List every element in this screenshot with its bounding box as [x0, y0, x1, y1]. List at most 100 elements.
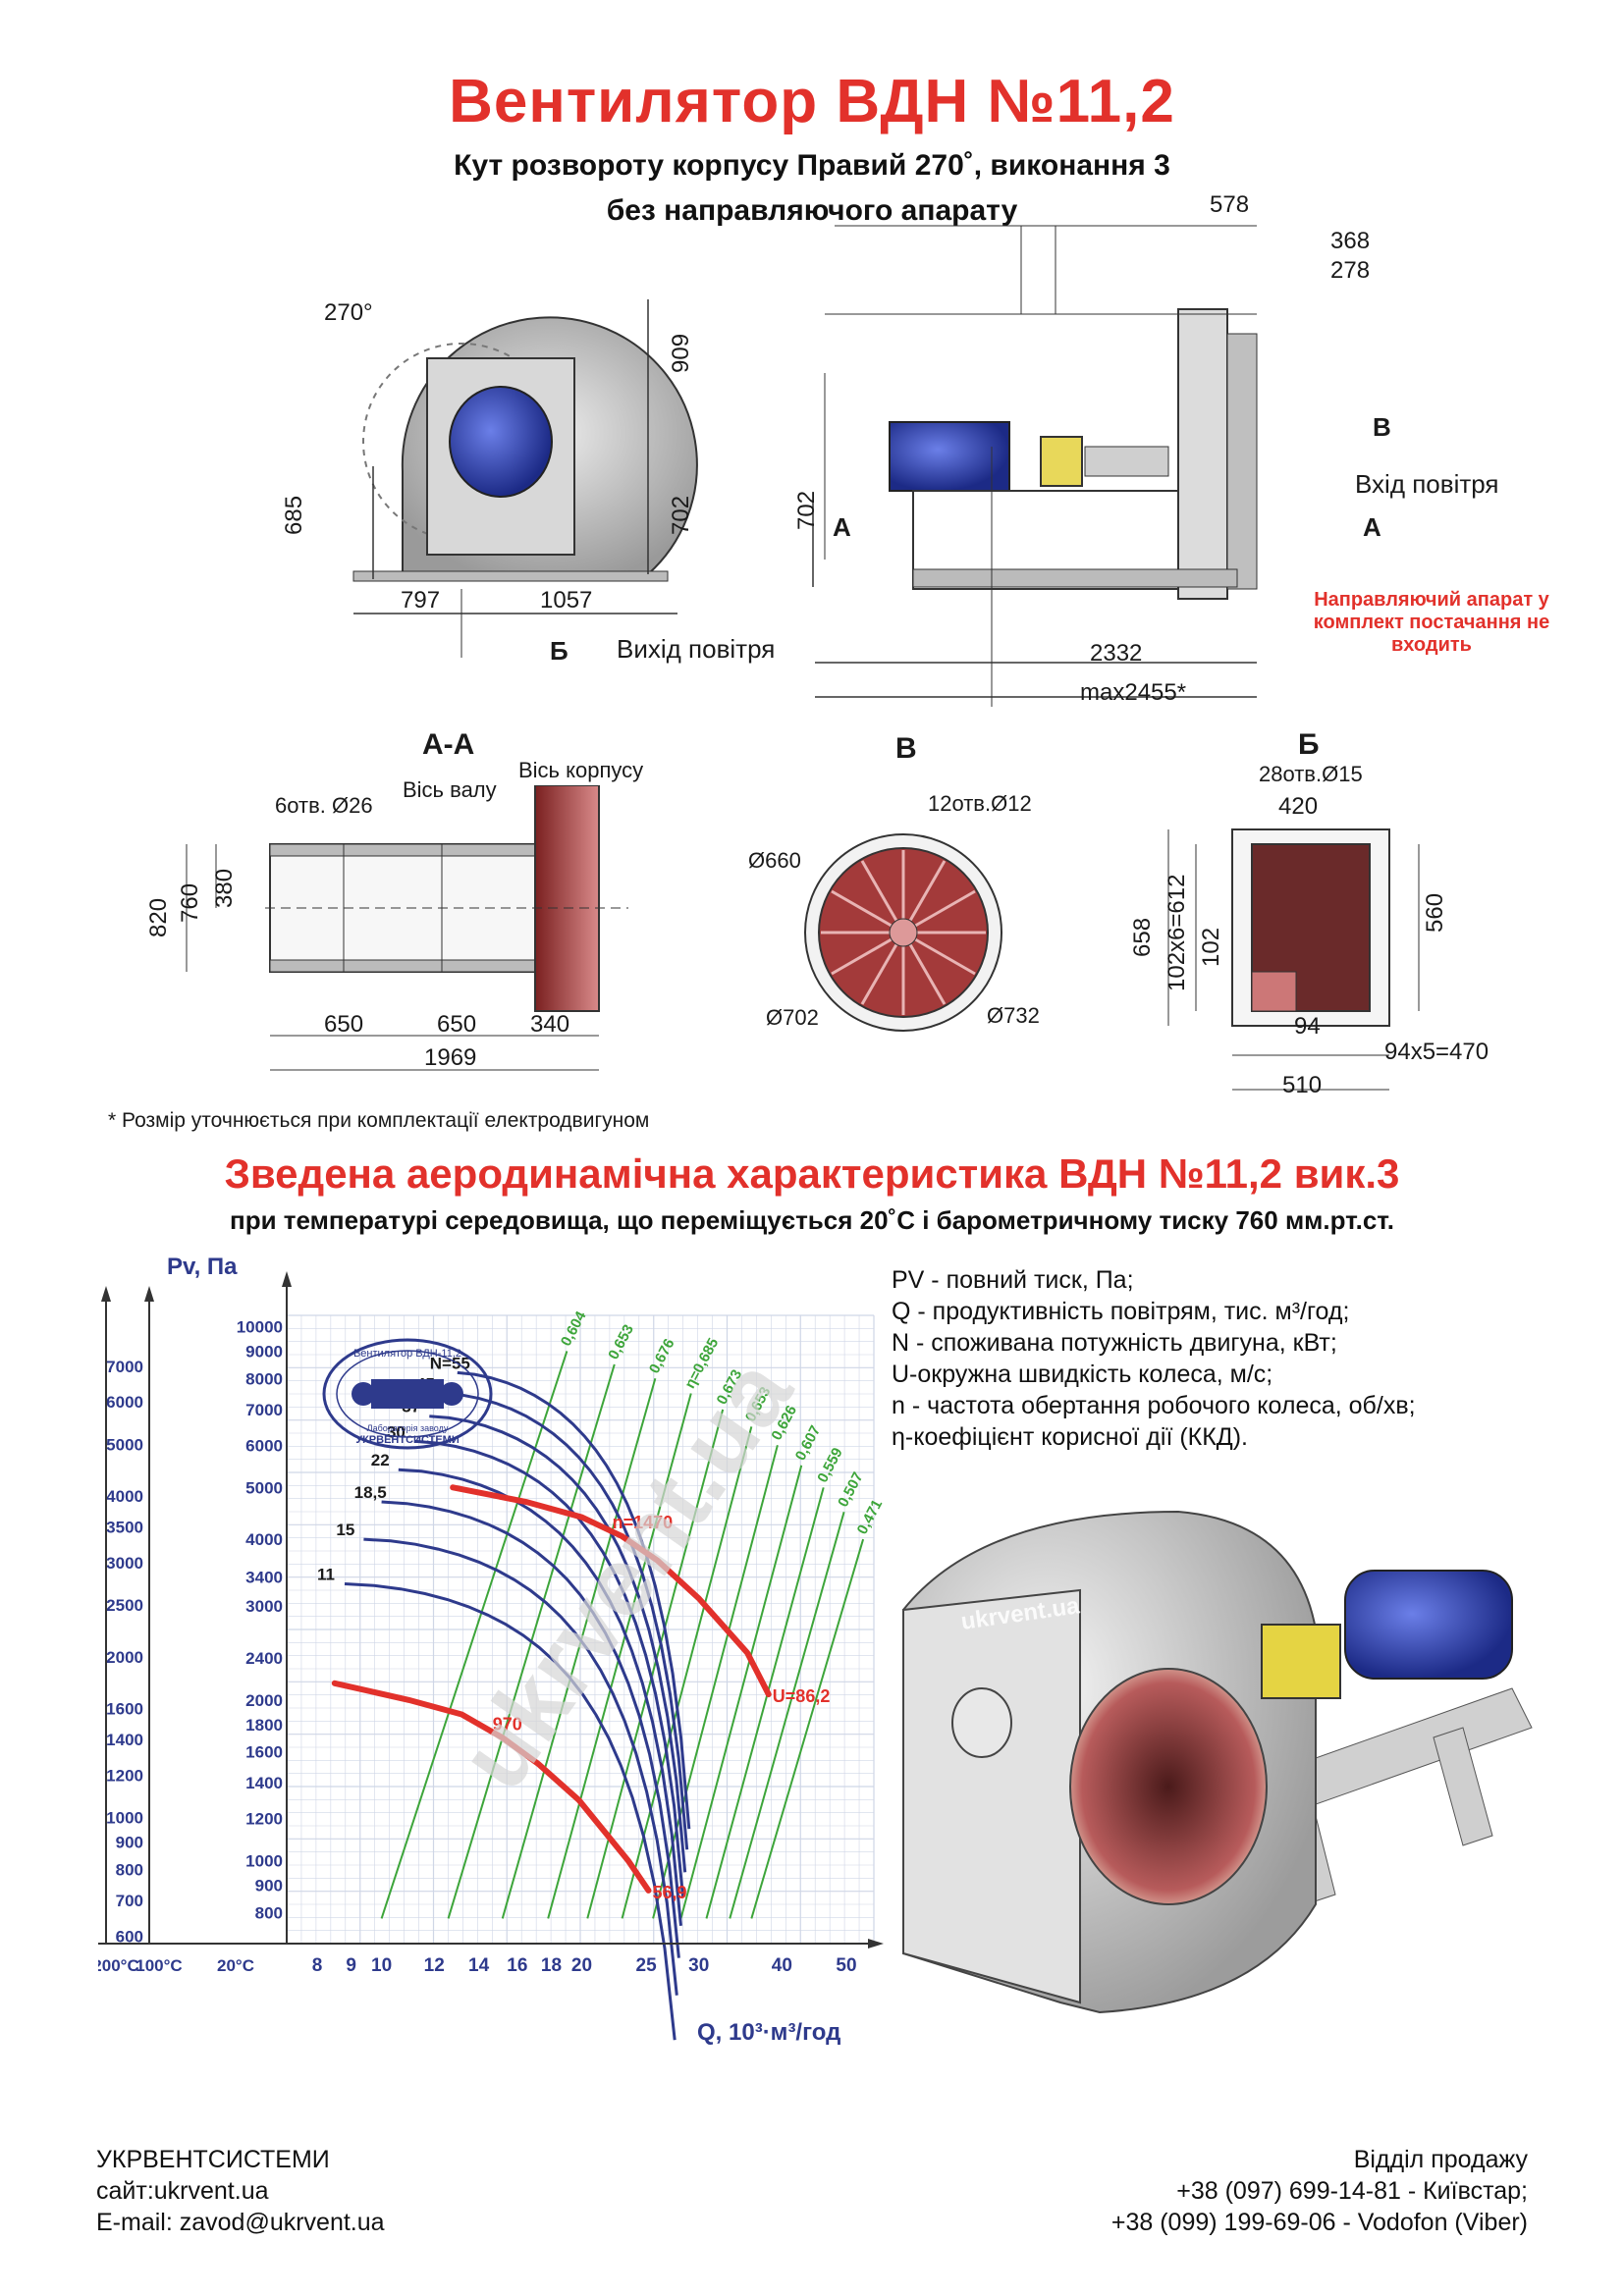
outlet-label: Вихід повітря	[617, 634, 776, 664]
footer-phone-2[interactable]: +38 (099) 199-69-06 - Vodofon (Viber)	[1110, 2209, 1528, 2236]
y-tick-label: 4000	[245, 1530, 283, 1549]
x-tick-label: 8	[312, 1955, 323, 1976]
dim-760: 760	[177, 882, 203, 923]
aero-subtitle: при температурі середовища, що переміщує…	[230, 1205, 1394, 1235]
efficiency-line	[750, 1538, 865, 1919]
y-tick-label: 900	[116, 1834, 143, 1852]
rpm-curve	[331, 1680, 652, 1894]
dim-685: 685	[281, 495, 307, 535]
x-temp-label: 200°C	[98, 1956, 139, 1975]
body-axis-label: Вісь корпусу	[518, 758, 644, 782]
power-label: 15	[336, 1521, 354, 1539]
power-curve	[457, 1370, 691, 1830]
footnote: * Розмір уточнюється при комплектації ел…	[108, 1109, 650, 1132]
inlet-label: Вхід повітря	[1355, 469, 1499, 499]
dim-380: 380	[211, 868, 238, 908]
dim-340: 340	[530, 1011, 570, 1038]
footer-sales: Відділ продажу	[1353, 2146, 1528, 2173]
section-b-title: Б	[1298, 728, 1320, 761]
x-tick-label: 25	[636, 1955, 658, 1976]
power-label: 11	[317, 1566, 335, 1584]
holes-aa-label: 6отв. Ø26	[275, 793, 373, 818]
y-tick-label: 7000	[245, 1401, 283, 1419]
holes-v-label: 12отв.Ø12	[928, 791, 1032, 816]
footer-site[interactable]: сайт:ukrvent.ua	[96, 2177, 269, 2205]
document-title: Вентилятор ВДН №11,2	[449, 68, 1175, 135]
power-curve	[363, 1537, 678, 1996]
legend-q: Q - продуктивність повітрям, тис. м³/год…	[892, 1298, 1350, 1325]
x-temp-label: 100°C	[135, 1956, 182, 1975]
y-tick-label: 1000	[106, 1809, 143, 1828]
section-aa-drawing	[186, 785, 628, 1071]
dim-94: 94	[1294, 1013, 1321, 1040]
section-aa-title: А-А	[422, 728, 475, 761]
y-tick-label: 1000	[245, 1852, 283, 1871]
x-tick-label: 10	[371, 1955, 392, 1976]
dim-702-front: 702	[668, 495, 694, 535]
shaft-axis-label: Вісь валу	[403, 777, 497, 802]
dim-510: 510	[1282, 1072, 1323, 1098]
footer-phone-1[interactable]: +38 (097) 699-14-81 - Київстар;	[1176, 2177, 1528, 2205]
dim-578: 578	[1210, 191, 1250, 218]
rpm-curve	[450, 1484, 772, 1698]
efficiency-line	[729, 1511, 845, 1919]
dim-820: 820	[145, 897, 172, 937]
y-tick-label: 7000	[106, 1358, 143, 1376]
y-tick-label: 1400	[106, 1731, 143, 1749]
x-temp-label: 20°C	[217, 1956, 254, 1975]
y-tick-label: 5000	[245, 1478, 283, 1497]
dim-max2455: max2455*	[1080, 679, 1187, 706]
y-tick-label: 4000	[106, 1487, 143, 1506]
dim-368: 368	[1330, 228, 1371, 254]
y-tick-label: 1400	[245, 1774, 283, 1792]
x-tick-label: 14	[468, 1955, 490, 1976]
side-view-drawing	[812, 225, 1258, 707]
document-subtitle: Кут розвороту корпусу Правий 270˚, викон…	[454, 149, 1170, 182]
y-tick-label: 6000	[245, 1436, 283, 1455]
x-tick-label: 50	[836, 1955, 856, 1976]
section-mark-b-front: Б	[550, 636, 568, 666]
footer-email[interactable]: E-mail: zavod@ukrvent.ua	[96, 2209, 385, 2236]
dim-470: 94x5=470	[1384, 1039, 1489, 1065]
dim-420: 420	[1278, 793, 1319, 820]
efficiency-line	[547, 1393, 692, 1919]
power-curve	[344, 1582, 677, 2041]
power-curve	[398, 1468, 682, 1926]
dim-612: 102x6=612	[1164, 874, 1190, 991]
y-tick-label: 1600	[245, 1743, 283, 1762]
y-tick-label: 900	[255, 1877, 283, 1896]
y-tick-label: 2000	[106, 1648, 143, 1667]
footer-company: УКРВЕНТСИСТЕМИ	[96, 2146, 330, 2173]
fan-3d-illustration: ukrvent.ua	[902, 1510, 1533, 2014]
speed-label: U=86,2	[773, 1686, 831, 1706]
legend-u: U-окружна швидкість колеса, м/с;	[892, 1361, 1273, 1388]
legend-rpm: n - частота обертання робочого колеса, о…	[892, 1392, 1416, 1419]
efficiency-line	[705, 1487, 825, 1919]
angle-label: 270°	[324, 299, 373, 326]
holes-b-label: 28отв.Ø15	[1259, 762, 1363, 786]
y-tick-label: 3500	[106, 1519, 143, 1537]
x-tick-label: 16	[507, 1955, 527, 1976]
y-axis-title: Pv, Па	[167, 1254, 238, 1280]
rpm-label: 970	[493, 1714, 522, 1734]
section-v-drawing	[804, 833, 1002, 1032]
x-axis-title: Q, 10³·м³/год	[697, 2019, 840, 2046]
y-tick-label: 9000	[245, 1342, 283, 1361]
x-tick-label: 12	[424, 1955, 445, 1976]
dim-2332: 2332	[1090, 640, 1143, 667]
dim-797: 797	[401, 587, 441, 614]
efficiency-line	[586, 1409, 725, 1919]
y-tick-label: 1600	[106, 1700, 143, 1719]
power-curve	[443, 1392, 689, 1850]
speed-label: 56,9	[652, 1883, 686, 1902]
y-tick-label: 8000	[245, 1369, 283, 1388]
power-label: 22	[371, 1451, 390, 1469]
y-tick-label: 1200	[106, 1767, 143, 1786]
y-tick-label: 3400	[245, 1568, 283, 1586]
y-tick-label: 3000	[245, 1597, 283, 1616]
legend: PV - повний тиск, Па; Q - продуктивність…	[892, 1266, 1416, 1455]
efficiency-line	[501, 1377, 657, 1919]
axis-tick-labels: 8910121416182025304050200°C100°C20°C6000…	[98, 1318, 857, 1976]
x-tick-label: 30	[688, 1955, 709, 1976]
